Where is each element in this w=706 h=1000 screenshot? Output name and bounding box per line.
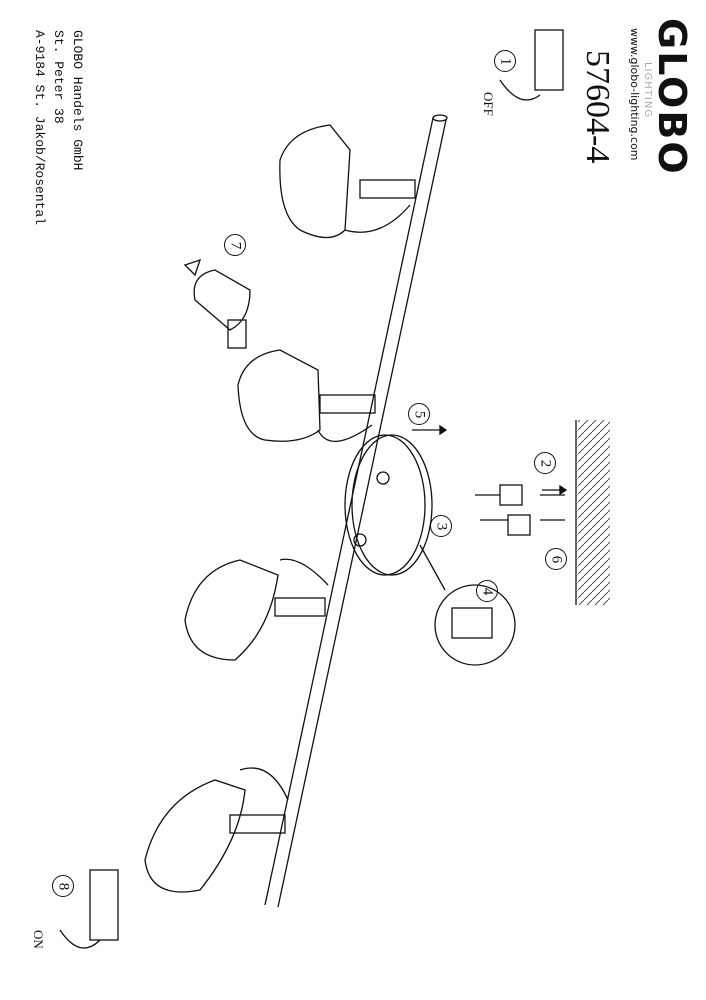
switch-off-illustration: [499, 29, 564, 101]
switch-on-illustration: [59, 869, 119, 949]
terminal-detail: [419, 544, 516, 666]
brand-sub: LIGHTING: [642, 62, 653, 119]
step-2: 2: [534, 452, 556, 474]
arrows: [412, 424, 568, 496]
main-rod: [264, 114, 448, 908]
address-line: GLOBO Handels GmbH: [70, 30, 85, 171]
address-line: A-9184 St. Jakob/Rosental: [32, 30, 47, 226]
step-7: 7: [224, 234, 246, 256]
gu10-bulb: [183, 258, 251, 349]
brand-url: www.globo-lighting.com: [628, 28, 641, 161]
wall-hatch: [575, 420, 610, 605]
address: GLOBO Handels GmbH St. Peter 38 A-9184 S…: [30, 30, 87, 225]
spotlight-4: [144, 767, 289, 893]
canopy: [344, 434, 433, 576]
address-line: St. Peter 38: [51, 30, 66, 124]
spotlight-1: [279, 124, 416, 239]
spotlight-3: [184, 558, 329, 661]
step-8: 8: [52, 875, 74, 897]
step-3: 3: [430, 515, 452, 537]
step-1: 1: [494, 50, 516, 72]
step-6: 6: [545, 548, 567, 570]
mounting-bracket: [475, 484, 565, 536]
step-5: 5: [408, 403, 430, 425]
step-4: 4: [476, 580, 498, 602]
off-label: OFF: [481, 92, 496, 116]
brand-logo: GLOBO: [650, 18, 694, 176]
spotlight-2: [237, 349, 376, 443]
on-label: ON: [31, 930, 46, 949]
product-number: 57604-4: [579, 50, 616, 164]
